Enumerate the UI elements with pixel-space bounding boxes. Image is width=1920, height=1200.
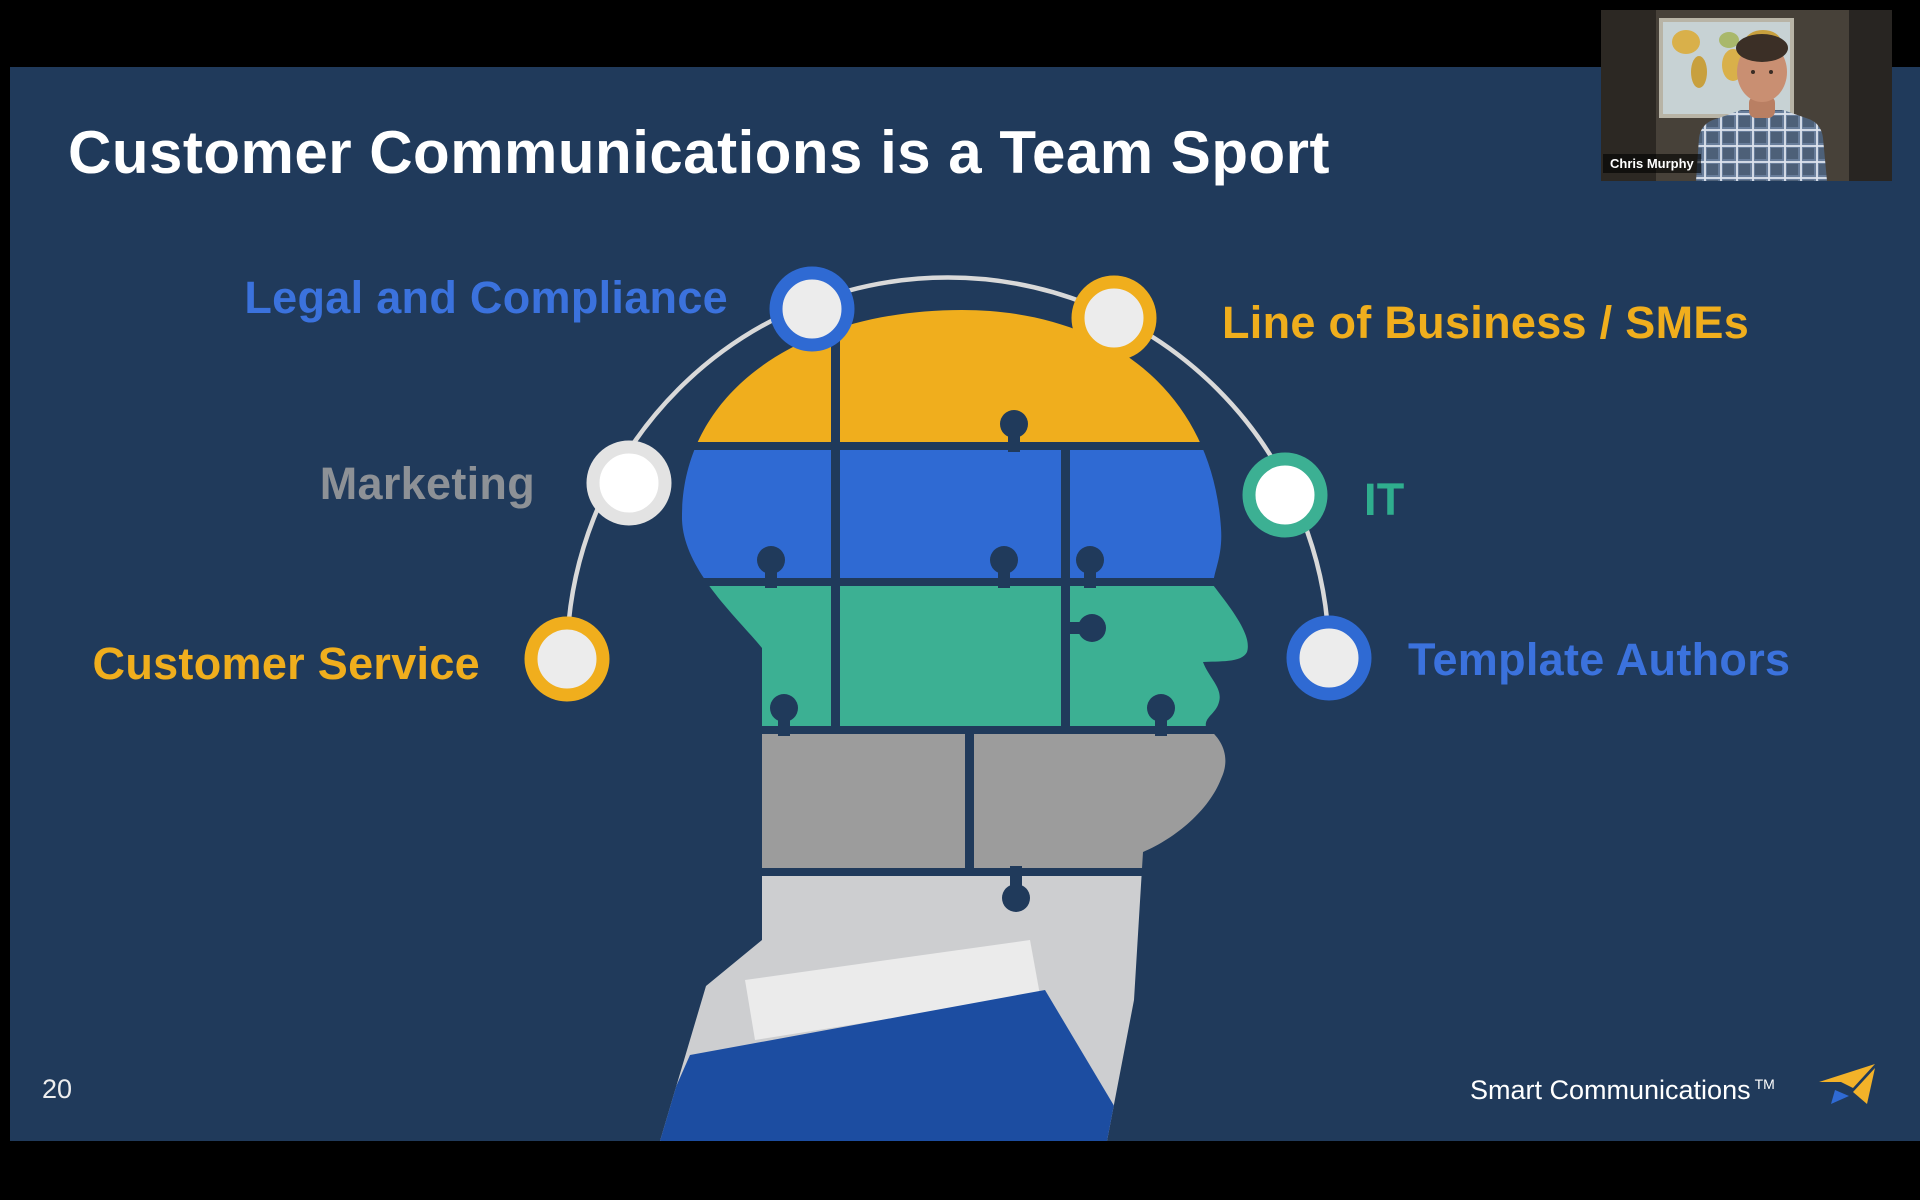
webcam-tile[interactable]: Chris Murphy (1601, 10, 1892, 181)
letterbox-top (0, 0, 1920, 67)
participant-name-label: Chris Murphy (1603, 154, 1701, 173)
role-label-line-of-business: Line of Business / SMEs (1222, 297, 1750, 348)
letterbox-left (0, 0, 10, 1200)
role-label-customer-service: Customer Service (92, 638, 480, 689)
role-label-legal-and-compliance: Legal and Compliance (244, 272, 728, 323)
trademark-symbol: TM (1754, 1076, 1775, 1092)
letterbox-bottom (0, 1141, 1920, 1200)
webcam-video (1601, 10, 1892, 181)
slide-canvas (10, 67, 1920, 1141)
footer-brand-text: Smart Communications (1470, 1075, 1751, 1105)
participant-figure (1696, 34, 1827, 181)
role-label-it: IT (1364, 474, 1405, 525)
role-label-marketing: Marketing (319, 458, 535, 509)
webcam-shadow-left (1601, 10, 1656, 181)
webcam-shadow-right (1849, 10, 1892, 181)
slide-title: Customer Communications is a Team Sport (68, 119, 1330, 186)
slide-page-number: 20 (42, 1074, 73, 1104)
smartcomm-logo-icon (1818, 1064, 1875, 1104)
role-label-template-authors: Template Authors (1408, 634, 1791, 685)
